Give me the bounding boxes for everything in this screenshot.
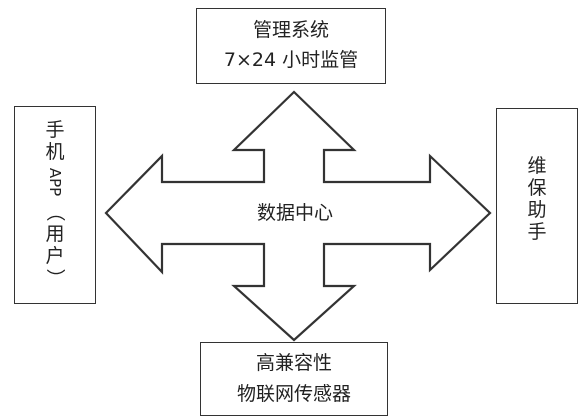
maintenance-assistant-char: 保 — [527, 177, 547, 199]
mobile-app-box: 手 机 APP （ 用 户 ） — [14, 106, 96, 304]
mobile-app-char: 户 — [45, 245, 65, 267]
mobile-app-char: ） — [44, 268, 66, 288]
maintenance-assistant-char: 手 — [527, 221, 547, 243]
maintenance-assistant-char: 助 — [527, 199, 547, 221]
data-center-label: 数据中心 — [256, 202, 333, 224]
maintenance-assistant-label: 维 保 助 手 — [497, 155, 577, 243]
mobile-app-char: 用 — [45, 223, 65, 245]
maintenance-assistant-box: 维 保 助 手 — [496, 108, 578, 304]
mobile-app-char: 手 — [45, 119, 65, 141]
mobile-app-char: 机 — [45, 141, 65, 163]
mobile-app-label: 手 机 APP （ 用 户 ） — [15, 119, 95, 289]
cross-arrow-shape — [104, 90, 492, 342]
iot-sensor-box: 高兼容性 物联网传感器 — [200, 342, 388, 416]
iot-sensor-title: 高兼容性 — [255, 352, 332, 374]
management-system-box: 管理系统 7×24 小时监管 — [196, 8, 386, 84]
management-system-subtitle: 7×24 小时监管 — [223, 49, 359, 71]
management-system-title: 管理系统 — [252, 19, 329, 41]
maintenance-assistant-char: 维 — [527, 155, 547, 177]
iot-sensor-subtitle: 物联网传感器 — [236, 383, 351, 405]
